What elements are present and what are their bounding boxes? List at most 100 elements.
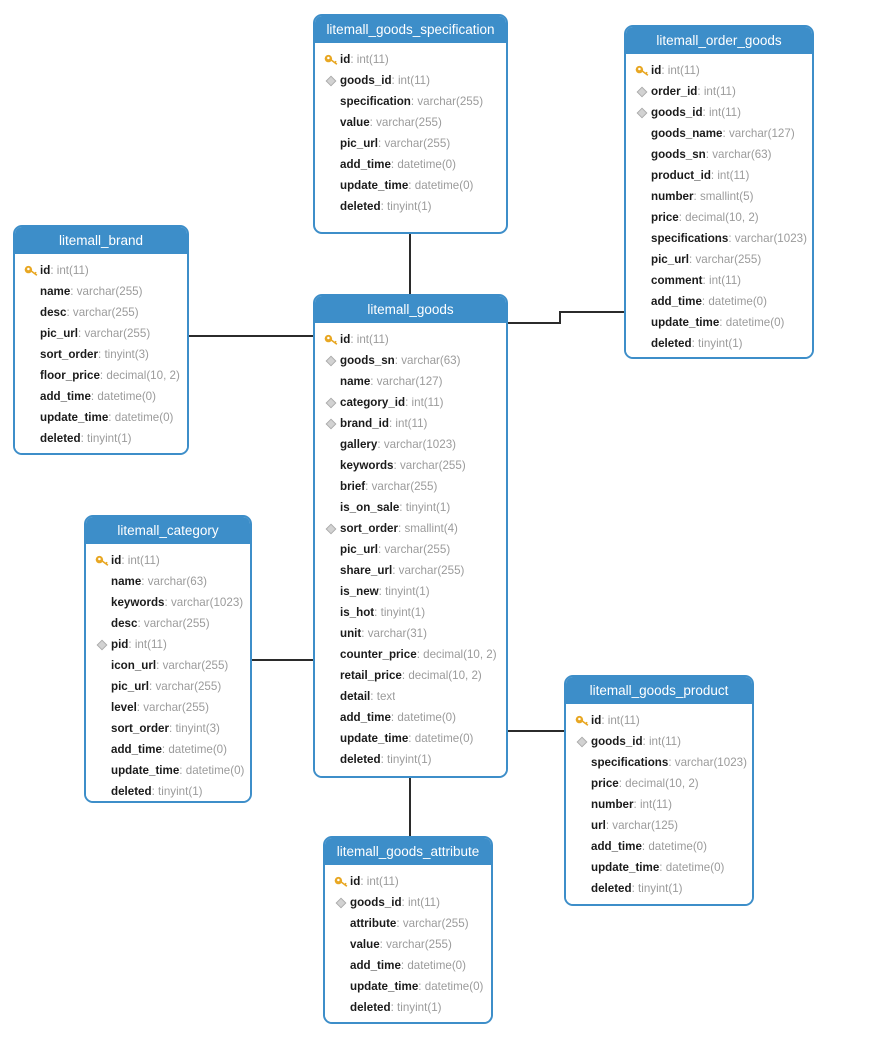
column-row[interactable]: update_time: datetime(0) [86,760,250,781]
column-row[interactable]: goods_sn: varchar(63) [626,144,812,165]
column-row[interactable]: deleted: tinyint(1) [566,878,752,899]
column-row[interactable]: icon_url: varchar(255) [86,655,250,676]
column-row[interactable]: update_time: datetime(0) [325,976,491,997]
column-row[interactable]: pic_url: varchar(255) [15,323,187,344]
column-type: varchar(255) [72,306,139,319]
column-row[interactable]: update_time: datetime(0) [626,312,812,333]
column-row[interactable]: add_time: datetime(0) [626,291,812,312]
column-row[interactable]: goods_id: int(11) [566,731,752,752]
column-row[interactable]: pic_url: varchar(255) [626,249,812,270]
column-row[interactable]: keywords: varchar(1023) [86,592,250,613]
column-row[interactable]: goods_id: int(11) [626,102,812,123]
column-name: specifications [651,232,729,245]
column-row[interactable]: id: int(11) [86,550,250,571]
column-row[interactable]: sort_order: tinyint(3) [86,718,250,739]
column-row[interactable]: desc: varchar(255) [86,613,250,634]
column-row[interactable]: add_time: datetime(0) [315,154,506,175]
column-row[interactable]: id: int(11) [15,260,187,281]
column-row[interactable]: sort_order: smallint(4) [315,518,506,539]
column-row[interactable]: add_time: datetime(0) [86,739,250,760]
column-row[interactable]: comment: int(11) [626,270,812,291]
column-row[interactable]: number: smallint(5) [626,186,812,207]
column-row[interactable]: url: varchar(125) [566,815,752,836]
column-row[interactable]: name: varchar(63) [86,571,250,592]
column-row[interactable]: deleted: tinyint(1) [86,781,250,801]
column-row[interactable]: category_id: int(11) [315,392,506,413]
column-row[interactable]: detail: text [315,686,506,707]
column-row[interactable]: sort_order: tinyint(3) [15,344,187,365]
column-row[interactable]: update_time: datetime(0) [15,407,187,428]
column-text: goods_id: int(11) [591,735,681,748]
column-row[interactable]: pid: int(11) [86,634,250,655]
column-row[interactable]: update_time: datetime(0) [315,728,506,749]
column-row[interactable]: deleted: tinyint(1) [325,997,491,1018]
column-icon-placeholder [322,605,340,621]
column-name: id [111,554,122,567]
column-row[interactable]: keywords: varchar(255) [315,455,506,476]
column-row[interactable]: is_hot: tinyint(1) [315,602,506,623]
column-row[interactable]: id: int(11) [325,871,491,892]
column-row[interactable]: deleted: tinyint(1) [626,333,812,354]
column-row[interactable]: retail_price: decimal(10, 2) [315,665,506,686]
column-row[interactable]: goods_sn: varchar(63) [315,350,506,371]
column-row[interactable]: deleted: tinyint(1) [315,196,506,217]
column-row[interactable]: specification: varchar(255) [315,91,506,112]
column-row[interactable]: goods_id: int(11) [325,892,491,913]
column-row[interactable]: add_time: datetime(0) [15,386,187,407]
column-row[interactable]: id: int(11) [315,49,506,70]
column-row[interactable]: desc: varchar(255) [15,302,187,323]
column-row[interactable]: name: varchar(255) [15,281,187,302]
column-row[interactable]: deleted: tinyint(1) [315,749,506,770]
column-row[interactable]: brief: varchar(255) [315,476,506,497]
column-row[interactable]: is_on_sale: tinyint(1) [315,497,506,518]
column-row[interactable]: id: int(11) [626,60,812,81]
column-row[interactable]: order_id: int(11) [626,81,812,102]
column-row[interactable]: price: decimal(10, 2) [566,773,752,794]
column-row[interactable]: id: int(11) [566,710,752,731]
column-row[interactable]: specifications: varchar(1023) [566,752,752,773]
column-icon-placeholder [322,136,340,152]
column-row[interactable]: pic_url: varchar(255) [315,133,506,154]
column-row[interactable]: counter_price: decimal(10, 2) [315,644,506,665]
column-row[interactable]: goods_id: int(11) [315,70,506,91]
column-row[interactable]: gallery: varchar(1023) [315,434,506,455]
column-row[interactable]: specifications: varchar(1023) [626,228,812,249]
column-row[interactable]: value: varchar(255) [315,112,506,133]
column-row[interactable]: brand_id: int(11) [315,413,506,434]
column-text: add_time: datetime(0) [340,711,456,724]
column-row[interactable]: price: decimal(10, 2) [626,207,812,228]
column-row[interactable]: id: int(11) [315,329,506,350]
column-row[interactable]: unit: varchar(31) [315,623,506,644]
column-row[interactable]: add_time: datetime(0) [325,955,491,976]
column-row[interactable]: attribute: varchar(255) [325,913,491,934]
column-row[interactable]: floor_price: decimal(10, 2) [15,365,187,386]
column-row[interactable]: deleted: tinyint(1) [15,428,187,449]
column-row[interactable]: is_new: tinyint(1) [315,581,506,602]
column-row[interactable]: goods_name: varchar(127) [626,123,812,144]
column-type: varchar(1023) [383,438,457,451]
column-row[interactable]: share_url: varchar(255) [315,560,506,581]
column-name: name [340,375,371,388]
column-row[interactable]: product_id: int(11) [626,165,812,186]
column-type: varchar(125) [612,819,679,832]
column-row[interactable]: pic_url: varchar(255) [315,539,506,560]
diamond-icon [325,355,337,366]
column-row[interactable]: value: varchar(255) [325,934,491,955]
column-row[interactable]: level: varchar(255) [86,697,250,718]
column-text: attribute: varchar(255) [350,917,469,930]
column-row[interactable]: pic_url: varchar(255) [86,676,250,697]
column-row[interactable]: add_time: datetime(0) [566,836,752,857]
column-row[interactable]: update_time: datetime(0) [315,175,506,196]
column-row[interactable]: update_time: datetime(0) [566,857,752,878]
key-icon [334,876,348,887]
column-row[interactable]: number: int(11) [566,794,752,815]
column-row[interactable]: add_time: datetime(0) [315,707,506,728]
column-row[interactable]: name: varchar(127) [315,371,506,392]
